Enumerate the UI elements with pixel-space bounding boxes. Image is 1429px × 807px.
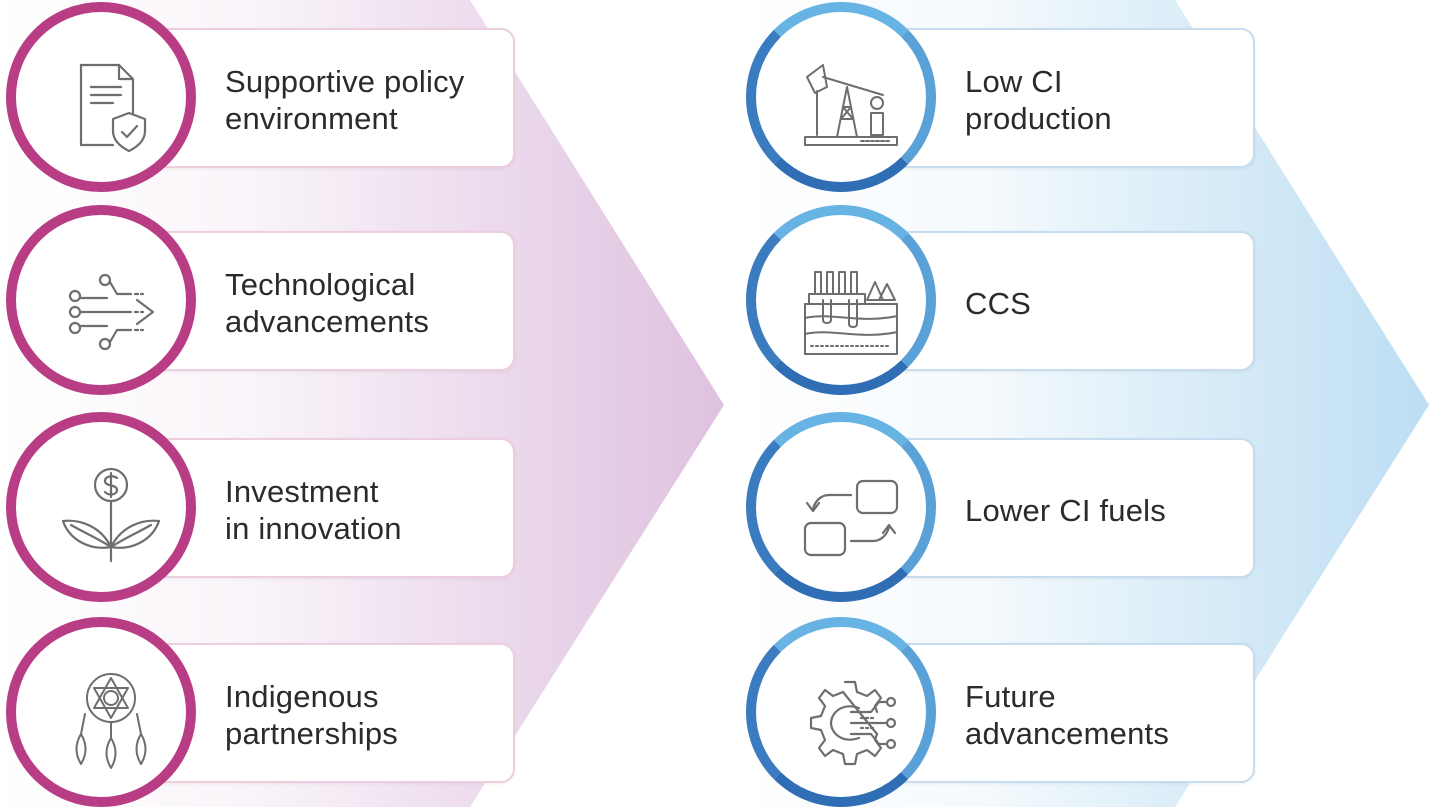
left-item-investment: Investment in innovation [0, 410, 560, 602]
left-item-technology: Technological advancements [0, 203, 560, 395]
item-label: Investment in innovation [225, 474, 402, 546]
icon-circle [6, 617, 196, 807]
icon-circle [746, 2, 936, 192]
item-label: Lower CI fuels [965, 492, 1166, 528]
icon-circle [746, 205, 936, 395]
icon-circle [746, 617, 936, 807]
item-label: Future advancements [965, 679, 1170, 751]
item-label: Low CI production [965, 64, 1112, 136]
pump-jack-icon [801, 57, 901, 157]
gear-circuit-icon [801, 672, 901, 772]
carbon-capture-storage-icon [801, 260, 901, 360]
icon-circle [6, 412, 196, 602]
item-label: Technological advancements [225, 267, 430, 339]
circuit-arrow-icon [61, 260, 161, 360]
left-item-policy: Supportive policy environment [0, 0, 560, 192]
dollar-plant-icon [61, 467, 161, 567]
icon-circle [6, 2, 196, 192]
icon-circle [746, 412, 936, 602]
item-label: Supportive policy environment [225, 64, 465, 136]
left-column: Supportive policy environment Technologi… [0, 0, 700, 807]
right-item-ccs: CCS [740, 203, 1300, 395]
exchange-cycle-icon [801, 467, 901, 567]
dreamcatcher-icon [61, 672, 161, 772]
left-chevron-arrow [0, 0, 724, 807]
left-item-indigenous: Indigenous partnerships [0, 615, 560, 807]
right-column: Low CI production CCS [740, 0, 1429, 807]
item-label: Indigenous partnerships [225, 679, 398, 751]
right-chevron-arrow [740, 0, 1429, 807]
right-item-future-advancements: Future advancements [740, 615, 1300, 807]
right-item-lower-ci-fuels: Lower CI fuels [740, 410, 1300, 602]
policy-document-shield-icon [61, 57, 161, 157]
item-label: CCS [965, 285, 1032, 321]
icon-circle [6, 205, 196, 395]
right-item-low-ci-production: Low CI production [740, 0, 1300, 192]
